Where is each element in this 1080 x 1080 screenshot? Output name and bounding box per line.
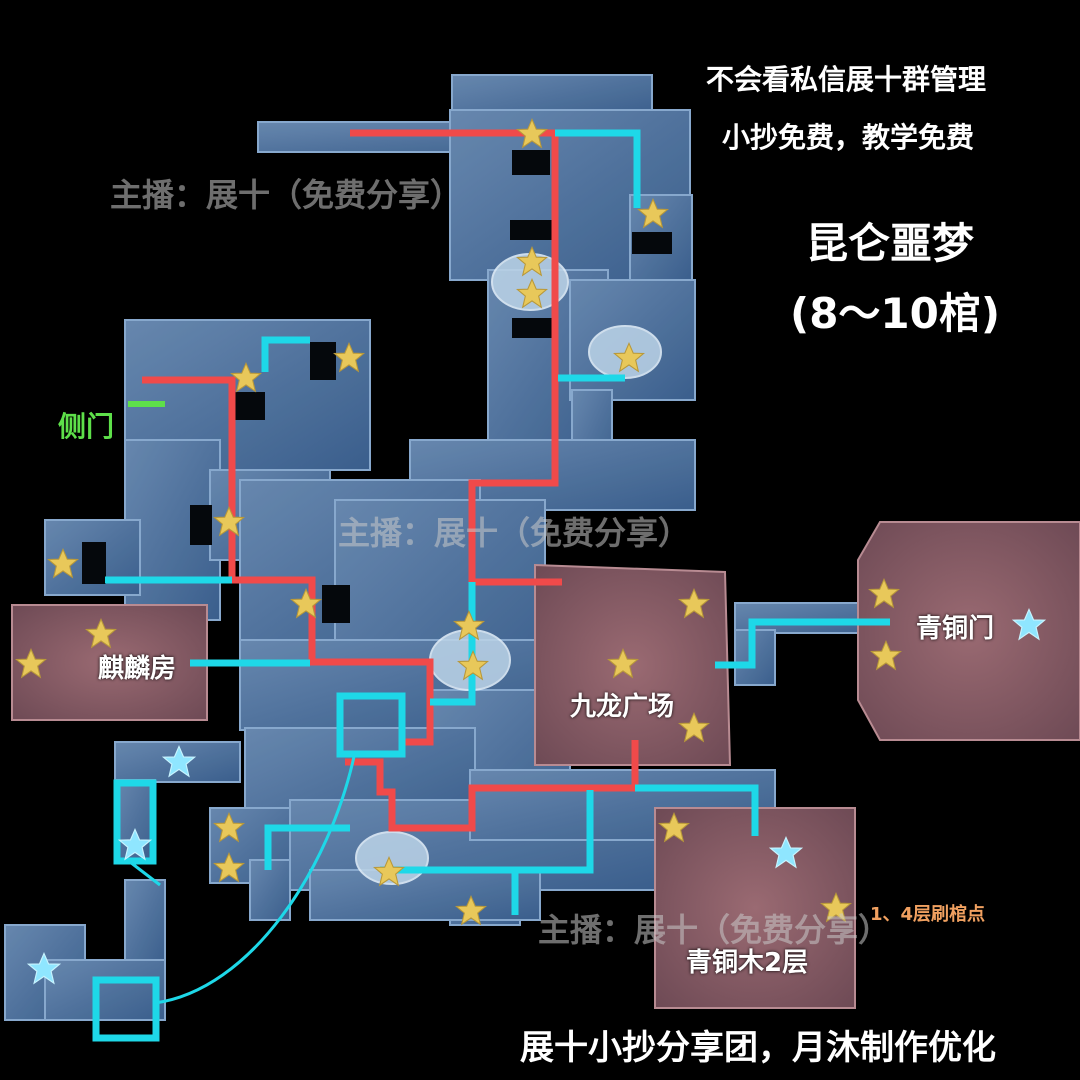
wall-voids — [82, 150, 672, 623]
bronze-gate-label: 青铜门 — [916, 614, 995, 644]
header-line-2: 小抄免费，教学免费 — [722, 121, 975, 154]
watermark-bottom: 主播：展十（免费分享） — [538, 911, 891, 949]
qilin-room-label: 麒麟房 — [98, 654, 177, 684]
watermark-middle: 主播：展十（免费分享） — [338, 514, 691, 552]
header-line-1: 不会看私信展十群管理 — [706, 63, 987, 96]
nine-dragon-square-label: 九龙广场 — [570, 692, 675, 722]
special-rooms — [11, 521, 1080, 1009]
route-cyan-link — [129, 860, 161, 887]
bronze-tree-floor2-label: 青铜木2层 — [686, 948, 809, 978]
coffin-refresh-note: 1、4层刷棺点 — [870, 904, 986, 925]
coffin-count: (8～10棺) — [790, 289, 1001, 338]
side-door-label: 侧门 — [58, 410, 115, 443]
map-title: 昆仑噩梦 — [806, 219, 975, 268]
footer-credit: 展十小抄分享团，月沐制作优化 — [520, 1028, 996, 1068]
route-cyan-curve — [154, 751, 357, 1005]
watermark-top: 主播：展十（免费分享） — [110, 176, 463, 214]
